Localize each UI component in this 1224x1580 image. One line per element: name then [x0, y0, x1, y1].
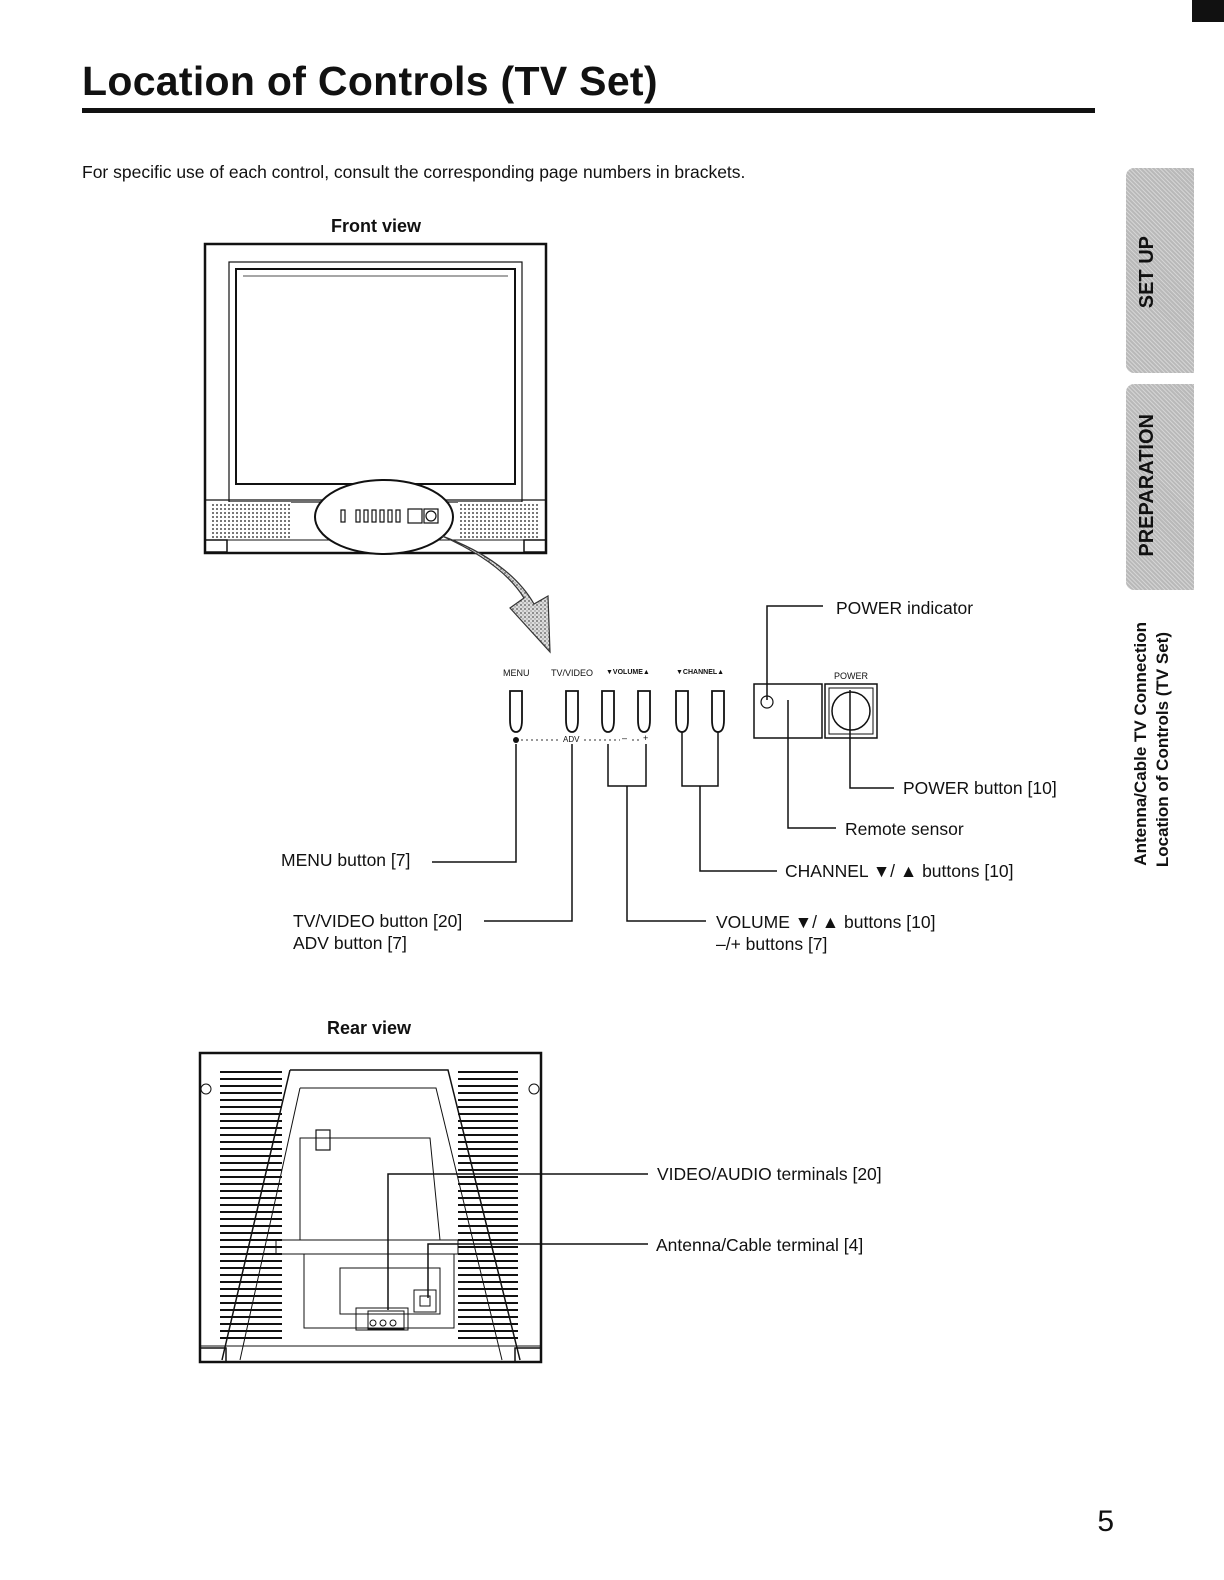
page-title: Location of Controls (TV Set) — [82, 58, 658, 104]
page-number: 5 — [1097, 1505, 1114, 1538]
panel-label-tv-video: TV/VIDEO — [551, 668, 594, 678]
callout-volume-buttons: VOLUME ▼/ ▲ buttons [10] — [716, 912, 936, 932]
callout-tv-video-button: TV/VIDEO button [20] — [293, 911, 463, 931]
rear-vents — [220, 1071, 518, 1339]
zoom-arrow — [441, 535, 551, 654]
tv-front — [203, 242, 548, 555]
tab-preparation[interactable]: PREPARATION — [1126, 384, 1194, 590]
front-leader-lines — [432, 605, 894, 922]
front-view-heading: Front view — [331, 216, 422, 236]
front-panel-thumbnail — [340, 508, 439, 524]
rear-view-heading: Rear view — [327, 1018, 412, 1038]
callout-minus-plus-buttons: –/+ buttons [7] — [716, 934, 828, 954]
callout-video-audio-terminals: VIDEO/AUDIO terminals [20] — [657, 1164, 882, 1184]
panel-label-menu: MENU — [503, 668, 530, 678]
tab-setup[interactable]: SET UP — [1126, 168, 1194, 373]
panel-label-plus: + — [643, 733, 649, 743]
callout-remote-sensor: Remote sensor — [845, 819, 964, 839]
intro-text: For specific use of each control, consul… — [82, 162, 746, 182]
callout-channel-buttons: CHANNEL ▼/ ▲ buttons [10] — [785, 861, 1014, 881]
panel-label-adv: ADV — [563, 735, 580, 744]
tv-rear — [198, 1051, 543, 1364]
panel-label-minus: – — [622, 733, 628, 743]
callout-menu-button: MENU button [7] — [281, 850, 411, 870]
panel-dot — [513, 737, 519, 743]
panel-label-volume: ▼VOLUME▲ — [606, 669, 650, 676]
control-panel-closeup — [509, 683, 878, 739]
callout-power-button: POWER button [10] — [903, 778, 1057, 798]
panel-label-power: POWER — [834, 671, 869, 681]
title-rule — [82, 108, 1095, 113]
corner-marker — [1192, 0, 1224, 22]
panel-label-channel: ▼CHANNEL▲ — [676, 669, 725, 676]
callout-power-indicator: POWER indicator — [836, 598, 974, 618]
rear-leader-lines — [387, 1173, 648, 1310]
callout-antenna-terminal: Antenna/Cable terminal [4] — [656, 1235, 864, 1255]
callout-adv-button: ADV button [7] — [293, 933, 407, 953]
